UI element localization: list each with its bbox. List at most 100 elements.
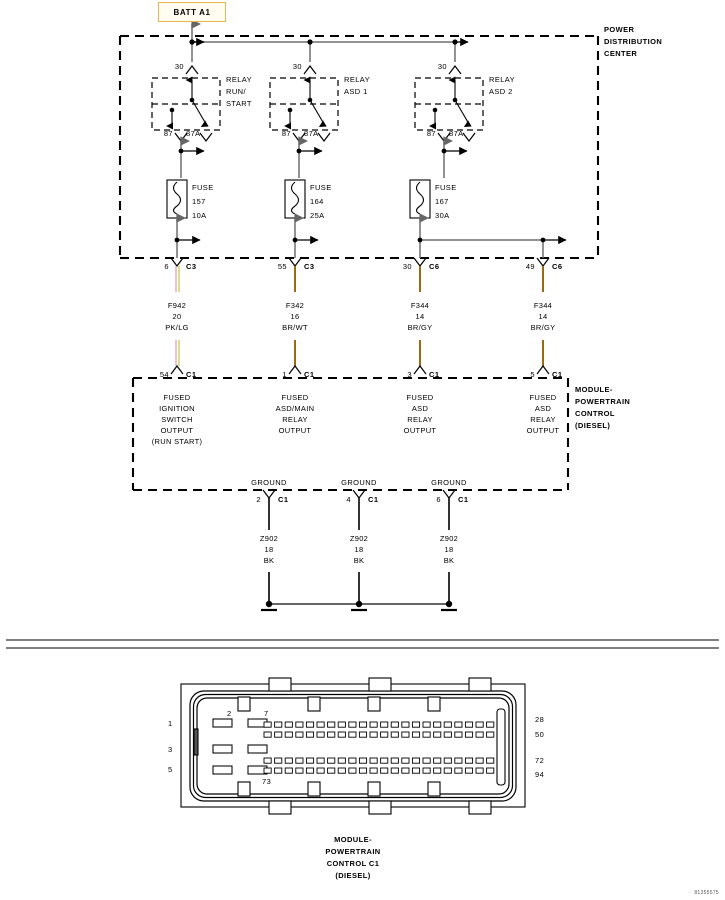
connector-pin (263, 757, 272, 764)
connector-right-label-72: 72 (535, 756, 545, 765)
connector-top-label-7: 7 (264, 709, 269, 718)
connector-pin (486, 731, 495, 738)
ground-1-connector: C1 (278, 495, 289, 504)
ground-3-pin: 6 (436, 495, 441, 504)
fuse-2-number: 164 (310, 197, 324, 206)
connector-pin (433, 767, 442, 774)
connector-pin (337, 731, 346, 738)
connector-pin (422, 721, 431, 728)
relay-1-name: RELAY RUN/ START (226, 75, 253, 108)
connector-pin (390, 767, 399, 774)
connector-pin (443, 731, 452, 738)
connector-pin (284, 757, 293, 764)
relay-2-terminal-87: 87 (281, 129, 291, 138)
connector-pin (401, 757, 410, 764)
pcm-function-3: FUSED ASD RELAY OUTPUT (403, 393, 437, 435)
ground-2-wire: Z902 18 BK (349, 534, 369, 565)
connector-pin (295, 757, 304, 764)
ground-1-wire: Z902 18 BK (259, 534, 279, 565)
pcm-function-1: FUSED IGNITION SWITCH OUTPUT (RUN START) (151, 393, 203, 446)
ground-3-title: GROUND (431, 478, 467, 487)
fuse-3-rating: 30A (435, 211, 450, 220)
connector-pin (305, 721, 315, 728)
connector-large-pin (212, 718, 233, 728)
connector-pin (380, 731, 389, 738)
ground-3-wire: Z902 18 BK (439, 534, 459, 565)
connector-pin (263, 731, 272, 738)
connector-pin (337, 721, 346, 728)
pcm-conn-2-name: C1 (304, 370, 315, 379)
pdc-conn-4-pin: 49 (525, 262, 535, 271)
connector-large-pin (247, 744, 268, 754)
connector-pin (337, 767, 346, 774)
wire-3-descriptor: F344 14 BR/GY (407, 301, 433, 332)
connector-pin (464, 757, 474, 764)
connector-pin (274, 721, 283, 728)
connector-pin (411, 757, 421, 764)
connector-pin (337, 757, 346, 764)
connector-pin (380, 767, 389, 774)
fuse-3-number: 167 (435, 197, 449, 206)
relay-3-terminal-30: 30 (437, 62, 447, 71)
pdc-conn-1-name: C3 (186, 262, 197, 271)
power-distribution-center-title: POWER DISTRIBUTION CENTER (604, 25, 663, 58)
relay-1-terminal-87a: 87A (186, 129, 201, 138)
relay-1-terminal-30: 30 (174, 62, 184, 71)
connector-pin (327, 757, 336, 764)
ground-1-pin: 2 (256, 495, 261, 504)
pdc-conn-1-pin: 6 (164, 262, 169, 271)
connector-large-pin (212, 765, 233, 775)
connector-pin (327, 731, 336, 738)
connector-pin (358, 731, 368, 738)
connector-pin (305, 757, 315, 764)
connector-pin (401, 767, 410, 774)
connector-pin (358, 757, 368, 764)
connector-pin (411, 731, 421, 738)
connector-pin (274, 731, 283, 738)
connector-pin (475, 767, 484, 774)
relay-3-name: RELAY ASD 2 (489, 75, 516, 96)
connector-pin (411, 767, 421, 774)
connector-pin (422, 757, 431, 764)
connector-bottom-label-73: 73 (262, 777, 272, 786)
connector-right-label-50: 50 (535, 730, 545, 739)
pcm-conn-3-name: C1 (429, 370, 440, 379)
pdc-conn-3-pin: 30 (402, 262, 412, 271)
connector-pin (327, 767, 336, 774)
connector-pin (305, 767, 315, 774)
connector-pin (358, 721, 368, 728)
relay-3-terminal-87: 87 (426, 129, 436, 138)
connector-pin (263, 767, 272, 774)
connector-large-pin (212, 744, 233, 754)
pcm-conn-1-name: C1 (186, 370, 197, 379)
connector-pin (316, 721, 325, 728)
connector-pin (401, 731, 410, 738)
relay-2-terminal-30: 30 (292, 62, 302, 71)
connector-pin (422, 731, 431, 738)
fuse-1-rating: 10A (192, 211, 207, 220)
connector-right-label-94: 94 (535, 770, 545, 779)
connector-pin (284, 721, 293, 728)
connector-pin (348, 757, 357, 764)
pcm-module-title: MODULE- POWERTRAIN CONTROL (DIESEL) (575, 385, 631, 430)
pdc-conn-4-name: C6 (552, 262, 563, 271)
connector-pin (443, 757, 452, 764)
ground-1-title: GROUND (251, 478, 287, 487)
connector-pin (316, 731, 325, 738)
wire-1-descriptor: F942 20 PK/LG (165, 301, 189, 332)
ground-2-connector: C1 (368, 495, 379, 504)
pdc-conn-3-name: C6 (429, 262, 440, 271)
connector-left-label-1: 1 (168, 719, 173, 728)
wire-4-descriptor: F344 14 BR/GY (530, 301, 556, 332)
connector-pin (316, 767, 325, 774)
pcm-conn-4-pin: 5 (530, 370, 535, 379)
connector-pin (486, 767, 495, 774)
connector-pin (464, 767, 474, 774)
connector-pin (433, 721, 442, 728)
connector-pin (369, 757, 378, 764)
ground-2-title: GROUND (341, 478, 377, 487)
connector-pin (475, 731, 484, 738)
connector-pin (380, 721, 389, 728)
